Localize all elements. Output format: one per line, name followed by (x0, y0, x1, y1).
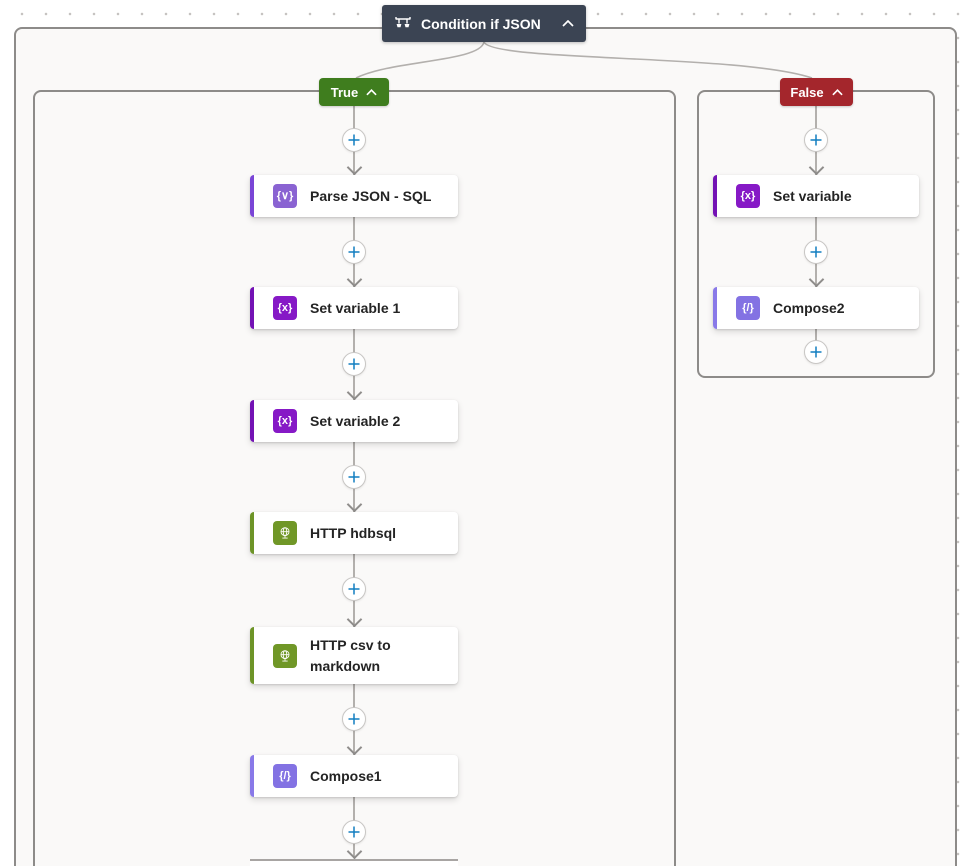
chevron-up-icon[interactable] (831, 88, 843, 96)
action-card-partial[interactable] (250, 859, 458, 866)
card-accent-bar (713, 287, 717, 329)
action-set-variable-2[interactable]: {x} Set variable 2 (250, 400, 458, 442)
set-variable-icon: {x} (736, 184, 760, 208)
chevron-up-icon[interactable] (562, 20, 574, 27)
plus-icon (348, 471, 360, 483)
true-branch-label[interactable]: True (319, 78, 389, 106)
plus-icon (348, 134, 360, 146)
plus-icon (348, 583, 360, 595)
action-title: Compose2 (773, 299, 845, 316)
false-branch-connector-line (815, 106, 817, 341)
plus-icon (810, 134, 822, 146)
card-accent-bar (250, 400, 254, 442)
action-compose2[interactable]: {/} Compose2 (713, 287, 919, 329)
insert-action-button[interactable] (342, 577, 366, 601)
card-accent-bar (250, 175, 254, 217)
set-variable-icon: {x} (273, 296, 297, 320)
insert-action-button[interactable] (804, 240, 828, 264)
action-set-variable[interactable]: {x} Set variable (713, 175, 919, 217)
condition-node[interactable]: Condition if JSON (382, 5, 586, 42)
parse-json-icon: {∨} (273, 184, 297, 208)
insert-action-button[interactable] (342, 352, 366, 376)
action-http-hdbsql[interactable]: HTTP hdbsql (250, 512, 458, 554)
card-accent-bar (250, 512, 254, 554)
plus-icon (348, 358, 360, 370)
action-title: HTTP csv to markdown (310, 636, 391, 674)
plus-icon (348, 713, 360, 725)
action-title: Set variable (773, 187, 852, 204)
insert-action-button[interactable] (342, 820, 366, 844)
action-title: HTTP hdbsql (310, 524, 397, 541)
condition-icon (395, 17, 411, 28)
set-variable-icon: {x} (273, 409, 297, 433)
action-title: Set variable 1 (310, 299, 401, 316)
card-accent-bar (250, 287, 254, 329)
insert-action-button[interactable] (342, 240, 366, 264)
action-title: Set variable 2 (310, 412, 401, 429)
action-title: Compose1 (310, 767, 382, 784)
insert-action-button[interactable] (342, 707, 366, 731)
insert-action-button[interactable] (342, 465, 366, 489)
card-accent-bar (250, 627, 254, 684)
insert-action-button[interactable] (804, 128, 828, 152)
false-branch-label[interactable]: False (780, 78, 853, 106)
globe-icon (273, 643, 297, 668)
insert-action-button[interactable] (342, 128, 366, 152)
plus-icon (810, 246, 822, 258)
compose-icon: {/} (736, 296, 760, 320)
action-title: Parse JSON - SQL (310, 187, 432, 204)
false-label-text: False (790, 84, 824, 100)
action-set-variable-1[interactable]: {x} Set variable 1 (250, 287, 458, 329)
insert-action-button[interactable] (804, 340, 828, 364)
action-http-csv-to-markdown[interactable]: HTTP csv to markdown (250, 627, 458, 684)
condition-title: Condition if JSON (421, 15, 541, 32)
compose-icon: {/} (273, 764, 297, 788)
card-accent-bar (250, 755, 254, 797)
plus-icon (810, 346, 822, 358)
card-accent-bar (713, 175, 717, 217)
true-label-text: True (330, 84, 359, 100)
plus-icon (348, 246, 360, 258)
chevron-up-icon[interactable] (366, 88, 377, 96)
globe-icon (273, 521, 297, 545)
plus-icon (348, 826, 360, 838)
action-parse-json-sql[interactable]: {∨} Parse JSON - SQL (250, 175, 458, 217)
action-compose1[interactable]: {/} Compose1 (250, 755, 458, 797)
